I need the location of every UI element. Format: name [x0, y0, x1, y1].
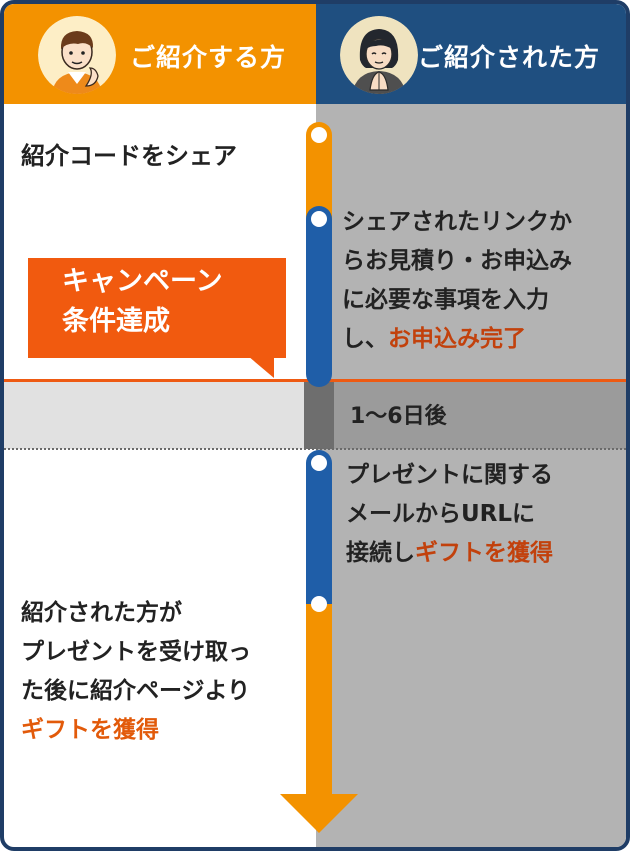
callout-line-2: 条件達成 — [62, 306, 170, 337]
timeline — [280, 122, 358, 833]
referrer-avatar-icon — [38, 16, 116, 94]
timeline-node-3 — [311, 455, 327, 471]
referee-step-apply: シェアされたリンクか らお見積り・お申込み に必要な事項を入力 し、お申込み完了 — [342, 203, 572, 359]
waiting-period-label: 1〜6日後 — [350, 404, 447, 429]
referee-step2-line2: メールからURLに — [346, 501, 536, 527]
referee-step1-line3: に必要な事項を入力 — [342, 287, 549, 313]
referrer-final-line1: 紹介された方が — [21, 600, 182, 626]
referee-step1-line4: し、お申込み完了 — [342, 320, 572, 359]
referee-avatar-icon — [340, 16, 418, 94]
timeline-arrow-icon — [280, 794, 358, 833]
waiting-band-right — [332, 381, 626, 449]
referee-step1-highlight: お申込み完了 — [388, 326, 526, 352]
waiting-band-center — [304, 381, 334, 449]
referrer-final-highlight: ギフトを獲得 — [21, 717, 159, 743]
referrer-header: ご紹介する方 — [4, 4, 316, 104]
referee-step2-line1: プレゼントに関する — [346, 462, 553, 488]
referee-step1-line1: シェアされたリンクか — [342, 209, 572, 235]
referrer-final-line3: た後に紹介ページより — [21, 678, 251, 704]
referee-step2-line3: 接続しギフトを獲得 — [346, 534, 553, 573]
referee-step2-highlight: ギフトを獲得 — [415, 540, 553, 566]
referee-step-gift: プレゼントに関する メールからURLに 接続しギフトを獲得 — [346, 456, 553, 573]
timeline-node-4 — [311, 596, 327, 612]
referrer-step-share-code: 紹介コードをシェア — [21, 142, 237, 170]
campaign-callout-tail — [248, 356, 274, 378]
callout-line-1: キャンペーン — [62, 266, 223, 297]
timeline-node-1 — [311, 127, 327, 143]
campaign-callout-text: キャンペーン 条件達成 — [42, 262, 223, 342]
referee-step2-line3-prefix: 接続し — [346, 540, 415, 566]
dotted-divider-line — [4, 448, 626, 450]
timeline-node-2 — [311, 211, 327, 227]
referee-title: ご紹介された方 — [418, 43, 601, 72]
referee-step1-line4-prefix: し、 — [342, 326, 388, 352]
referee-step1-line2: らお見積り・お申込み — [342, 248, 572, 274]
referee-column — [316, 104, 626, 847]
referrer-final-line2: プレゼントを受け取っ — [21, 639, 251, 665]
referee-header: ご紹介された方 — [316, 4, 626, 104]
referrer-step-gift: 紹介された方が プレゼントを受け取っ た後に紹介ページより ギフトを獲得 — [21, 594, 251, 750]
referrer-title: ご紹介する方 — [130, 43, 287, 72]
campaign-callout — [28, 258, 286, 358]
